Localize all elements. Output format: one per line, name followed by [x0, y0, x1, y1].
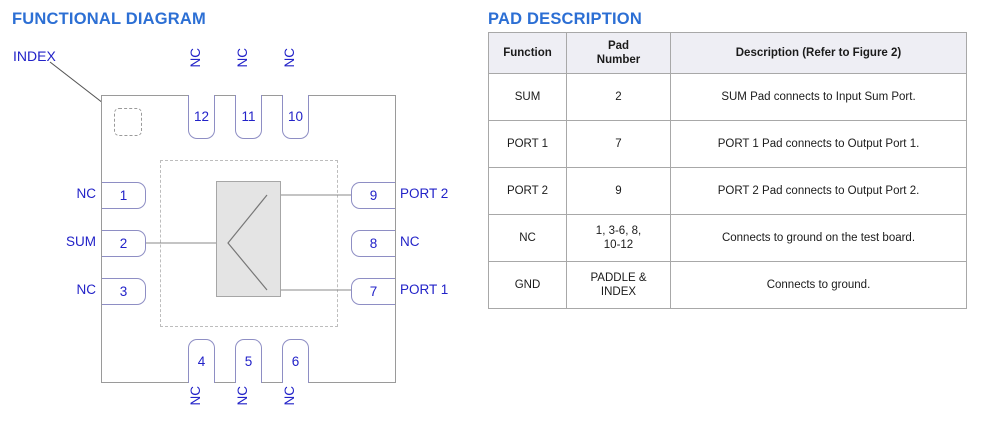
pad-9[interactable]: 9 [351, 182, 395, 209]
pad-1-signal-label: NC [76, 186, 97, 201]
pad-9-signal-label: PORT 2 [400, 186, 449, 201]
cell-pad-number-line1: 9 [615, 184, 622, 197]
table-row: NC 1, 3-6, 8, 10-12 Connects to ground o… [488, 214, 967, 262]
cell-pad-number-line2: 10-12 [603, 239, 634, 251]
pad-3[interactable]: 3 [102, 278, 146, 305]
column-header-description: Description (Refer to Figure 2) [670, 32, 967, 74]
pad-12[interactable]: 12 [188, 95, 215, 139]
cell-pad-number-line1: 1, 3-6, 8, [595, 224, 642, 237]
pad-5[interactable]: 5 [235, 339, 262, 383]
cell-function: SUM [488, 73, 567, 121]
cell-pad-number-line2: INDEX [600, 286, 637, 298]
cell-function: NC [488, 214, 567, 262]
table-row: PORT 2 9 PORT 2 Pad connects to Output P… [488, 167, 967, 215]
pad-8[interactable]: 8 [351, 230, 395, 257]
column-header-pad-number-line2: Number [596, 54, 641, 66]
table-row: SUM 2 SUM Pad connects to Input Sum Port… [488, 73, 967, 121]
functional-diagram-title: FUNCTIONAL DIAGRAM [12, 10, 206, 28]
cell-pad-number: 1, 3-6, 8, 10-12 [566, 214, 671, 262]
table-header-row: Function Pad Number Description (Refer t… [488, 32, 967, 74]
pad-2-signal-label: SUM [66, 234, 96, 249]
pad-7-signal-label: PORT 1 [400, 282, 449, 297]
pad-6[interactable]: 6 [282, 339, 309, 383]
table-row: GND PADDLE & INDEX Connects to ground. [488, 261, 967, 309]
pad-description-panel: Function Pad Number Description (Refer t… [488, 32, 967, 309]
index-label: INDEX [13, 48, 56, 64]
cell-pad-number: 9 [566, 167, 671, 215]
cell-pad-number-line1: 7 [615, 137, 622, 150]
cell-description: PORT 1 Pad connects to Output Port 1. [670, 120, 967, 168]
pad-3-signal-label: NC [76, 282, 97, 297]
pad-1[interactable]: 1 [102, 182, 146, 209]
cell-description: Connects to ground on the test board. [670, 214, 967, 262]
pad-11-signal-label: NC [235, 48, 250, 68]
cell-pad-number: 7 [566, 120, 671, 168]
cell-description: PORT 2 Pad connects to Output Port 2. [670, 167, 967, 215]
cell-description: Connects to ground. [670, 261, 967, 309]
pad-description-table: Function Pad Number Description (Refer t… [488, 32, 967, 309]
cell-pad-number: 2 [566, 73, 671, 121]
pad-12-signal-label: NC [188, 48, 203, 68]
pad-6-signal-label: NC [282, 386, 297, 406]
pad-11[interactable]: 11 [235, 95, 262, 139]
cell-pad-number: PADDLE & INDEX [566, 261, 671, 309]
pad-4[interactable]: 4 [188, 339, 215, 383]
column-header-pad-number: Pad Number [566, 32, 671, 74]
pad-10[interactable]: 10 [282, 95, 309, 139]
pad-7[interactable]: 7 [351, 278, 395, 305]
cell-function: GND [488, 261, 567, 309]
cell-pad-number-line1: 2 [615, 90, 622, 103]
pad-10-signal-label: NC [282, 48, 297, 68]
cell-description: SUM Pad connects to Input Sum Port. [670, 73, 967, 121]
column-header-function: Function [488, 32, 567, 74]
pad-8-signal-label: NC [400, 234, 420, 249]
pad-2[interactable]: 2 [102, 230, 146, 257]
functional-diagram-panel: FUNCTIONAL DIAGRAM INDEX 12 NC 11 NC 10 … [0, 0, 480, 423]
pad-4-signal-label: NC [188, 386, 203, 406]
table-row: PORT 1 7 PORT 1 Pad connects to Output P… [488, 120, 967, 168]
pad-description-title: PAD DESCRIPTION [488, 10, 642, 28]
cell-function: PORT 2 [488, 167, 567, 215]
column-header-pad-number-line1: Pad [607, 39, 630, 52]
cell-function: PORT 1 [488, 120, 567, 168]
pad-5-signal-label: NC [235, 386, 250, 406]
index-mark [114, 108, 142, 136]
splitter-die-block [216, 181, 281, 297]
cell-pad-number-line1: PADDLE & [590, 271, 647, 284]
